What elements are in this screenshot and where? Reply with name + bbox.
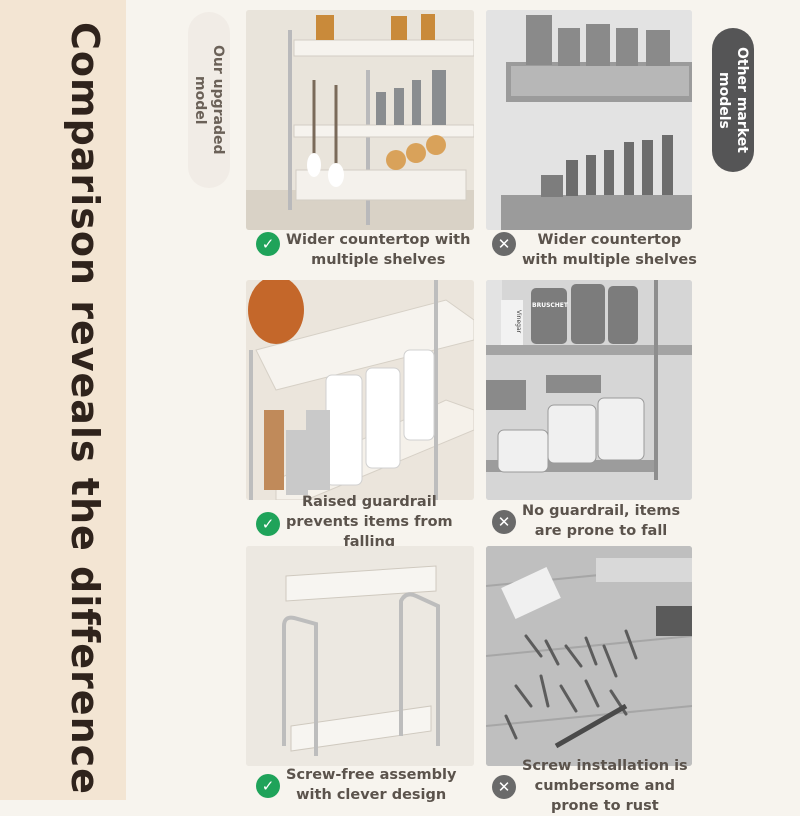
- other-screws-photo: [486, 546, 692, 766]
- other-caption-1: Wider countertop with multiple shelves: [522, 232, 697, 268]
- other-models-label: Other market models: [712, 28, 754, 172]
- our-caption-1: Wider countertop with multiple shelves: [286, 232, 471, 268]
- check-icon: ✓: [256, 232, 280, 256]
- our-caption-3: Screw-free assembly with clever design: [286, 767, 457, 803]
- other-feature-3: ✕ Screw installation is cumbersome and p…: [492, 756, 688, 816]
- jar-label-text: BRUSCHET: [532, 302, 569, 309]
- our-feature-1: ✓ Wider countertop with multiple shelves: [256, 230, 470, 270]
- our-feature-3: ✓ Screw-free assembly with clever design: [256, 765, 456, 805]
- other-feature-1: ✕ Wider countertop with multiple shelves: [492, 230, 697, 270]
- our-rack-multi-shelf-photo: [246, 10, 474, 230]
- our-feature-2: ✓ Raised guardrail prevents items from f…: [256, 492, 453, 552]
- bottle-label-text: Vinegar: [515, 310, 522, 334]
- our-caption-2: Raised guardrail prevents items from fal…: [286, 494, 453, 550]
- our-rack-guardrail-photo: [246, 280, 474, 500]
- page-title: Comparison reveals the difference: [63, 22, 107, 795]
- other-rack-no-guardrail-photo: BRUSCHET Vinegar: [486, 280, 692, 500]
- check-icon: ✓: [256, 512, 280, 536]
- check-icon: ✓: [256, 774, 280, 798]
- cross-icon: ✕: [492, 510, 516, 534]
- other-caption-3: Screw installation is cumbersome and pro…: [522, 758, 688, 814]
- other-wall-rack-photo: [486, 10, 692, 230]
- other-caption-2: No guardrail, items are prone to fall: [522, 503, 681, 539]
- cross-icon: ✕: [492, 232, 516, 256]
- cross-icon: ✕: [492, 775, 516, 799]
- our-rack-assembly-photo: [246, 546, 474, 766]
- our-model-label: Our upgraded model: [188, 12, 230, 188]
- other-feature-2: ✕ No guardrail, items are prone to fall: [492, 501, 680, 541]
- left-title-band: Comparison reveals the difference: [0, 0, 126, 800]
